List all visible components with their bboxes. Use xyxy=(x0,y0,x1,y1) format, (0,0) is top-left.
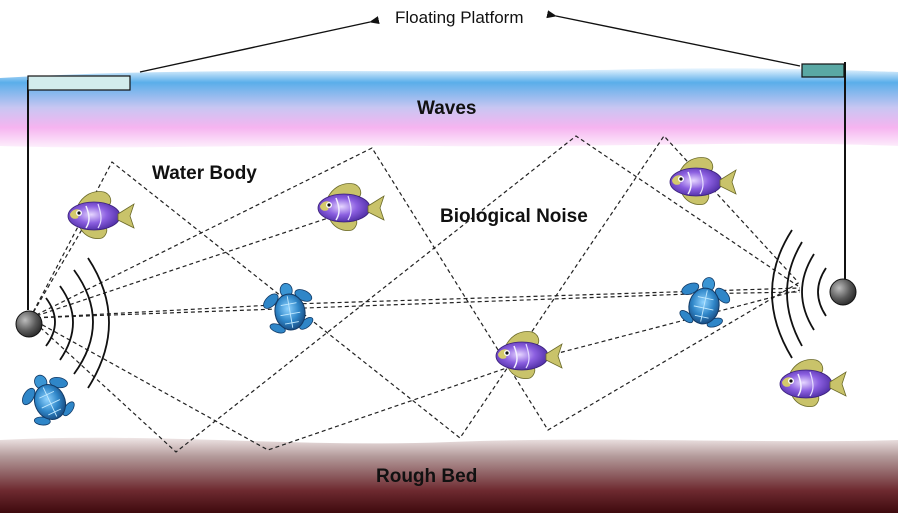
arrow-to-left-platform xyxy=(139,16,380,73)
right-sound-wave-icon xyxy=(771,229,827,359)
tropical-fish-icon xyxy=(67,190,135,240)
waves-band xyxy=(0,68,898,148)
biological-noise-label: Biological Noise xyxy=(440,206,588,227)
waves-label: Waves xyxy=(417,98,477,119)
rough-bed xyxy=(0,437,898,513)
left-floating-platform xyxy=(27,75,131,91)
tropical-fish-icon xyxy=(669,156,737,206)
ray-path xyxy=(29,135,799,453)
water-body-label: Water Body xyxy=(152,163,257,184)
ray-path xyxy=(29,213,341,319)
left-hydrophone-icon xyxy=(15,310,43,338)
floating-platform-label: Floating Platform xyxy=(395,8,524,27)
tropical-fish-icon xyxy=(495,330,563,380)
ray-path xyxy=(29,289,801,451)
tropical-fish-icon xyxy=(779,358,847,408)
tropical-fish-icon xyxy=(317,182,385,232)
left-sound-wave-icon xyxy=(45,257,110,389)
right-hydrophone-icon xyxy=(829,278,857,306)
sea-turtle-icon xyxy=(12,364,84,434)
ray-path xyxy=(29,225,85,319)
right-floating-platform xyxy=(801,63,845,78)
arrow-to-right-platform xyxy=(546,10,801,67)
sea-turtle-icon xyxy=(672,271,737,333)
rough-bed-label: Rough Bed xyxy=(376,466,478,487)
ray-path xyxy=(29,147,801,431)
